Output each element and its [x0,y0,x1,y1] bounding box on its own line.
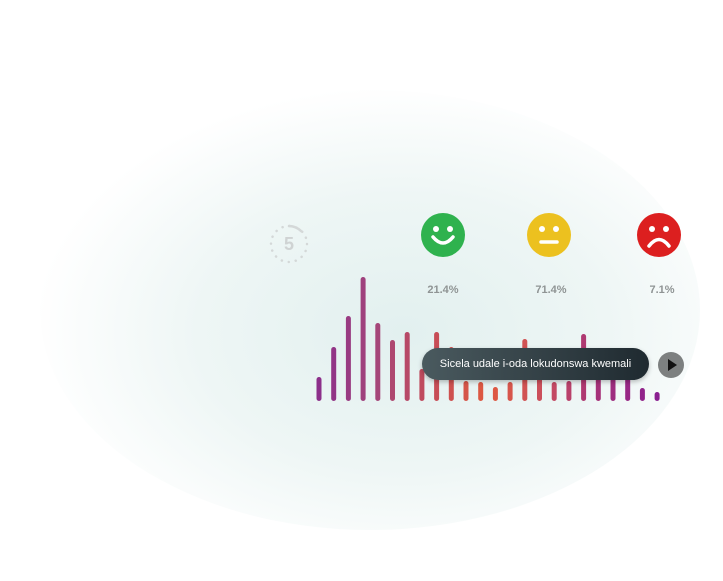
happy-face-icon[interactable] [421,213,465,257]
bar [537,375,542,401]
timer-dots-icon [269,224,309,264]
bar [345,316,351,401]
bar [566,381,572,401]
bar [595,375,601,401]
bar [463,381,469,401]
bar [316,377,322,401]
bar [654,392,660,401]
bar [331,347,337,401]
neutral-face-icon[interactable] [527,213,571,257]
sad-percent: 7.1% [649,284,675,296]
bar [375,323,381,401]
sad-face-icon[interactable] [637,213,681,257]
bar [419,369,425,401]
countdown-timer: 5 [269,224,309,264]
bar [507,382,513,401]
bar [639,388,645,401]
bar [610,375,616,401]
bar [404,332,410,401]
tooltip: Sicela udale i-oda lokudonswa kwemali [422,348,649,380]
happy-percent: 21.4% [427,284,459,296]
background-glow [40,90,700,530]
bar [551,382,557,401]
play-button[interactable] [658,352,684,378]
neutral-percent: 71.4% [535,284,567,296]
bar [478,382,484,401]
bar [360,277,366,401]
bar [390,340,395,401]
timer-value: 5 [283,234,294,254]
bar [492,387,498,401]
